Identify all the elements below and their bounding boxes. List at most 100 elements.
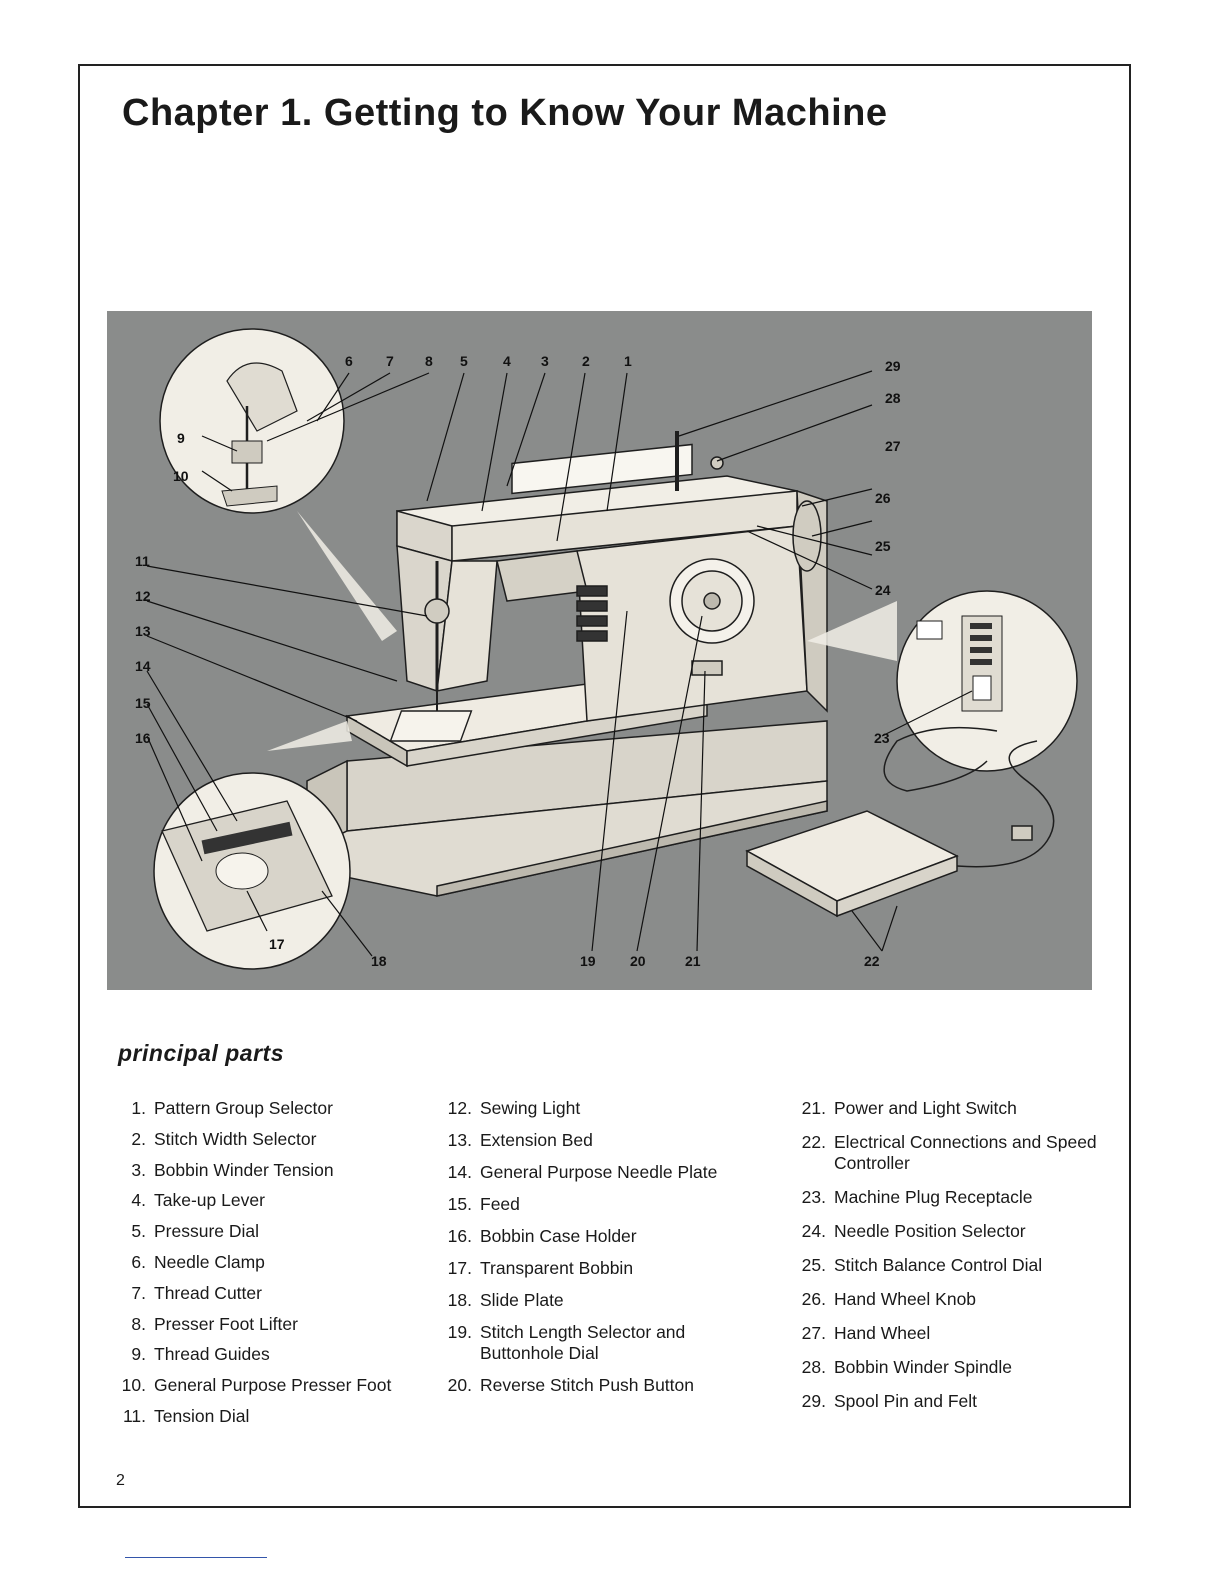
list-item: 29.Spool Pin and Felt <box>792 1391 1112 1412</box>
part-number: 24. <box>801 1221 826 1241</box>
part-label: Needle Position Selector <box>834 1221 1026 1241</box>
extension-bed <box>344 675 710 768</box>
page-border <box>78 64 1131 1508</box>
sewing-machine-figure: 1 2 3 4 5 6 7 8 9 10 11 12 13 14 15 16 1… <box>107 311 1092 990</box>
list-item: 27.Hand Wheel <box>792 1323 1112 1344</box>
part-number: 29. <box>801 1391 826 1411</box>
part-label: Power and Light Switch <box>834 1098 1017 1118</box>
list-item: 9. Thread Guides <box>112 1344 417 1365</box>
list-item: 13.Extension Bed <box>438 1130 758 1151</box>
bobbin-area-inset <box>153 721 352 970</box>
list-item: 3.Bobbin Winder Tension <box>112 1160 417 1181</box>
part-label: General Purpose Presser Foot <box>154 1375 392 1396</box>
part-label: Presser Foot Lifter <box>154 1313 298 1334</box>
part-label: Stitch Balance Control Dial <box>834 1255 1043 1275</box>
part-number: 1. <box>131 1098 146 1118</box>
part-number: 18. <box>447 1290 472 1310</box>
list-item: 2.Stitch Width Selector <box>112 1129 417 1150</box>
part-number: 15. <box>447 1194 472 1214</box>
part-label: Needle Clamp <box>154 1251 265 1272</box>
part-label: Pressure Dial <box>154 1221 260 1242</box>
list-item: 26. Hand Wheel Knob <box>792 1289 1112 1310</box>
callout-25: 25 <box>875 538 891 554</box>
callout-7: 7 <box>386 353 394 369</box>
callout-29: 29 <box>885 358 901 374</box>
part-number: 21. <box>801 1098 826 1118</box>
part-label: Bobbin Winder Tension <box>154 1159 334 1180</box>
chapter-title: Chapter 1. Getting to Know Your Machine <box>122 92 888 134</box>
callout-15: 15 <box>135 695 151 711</box>
list-item: 19.Stitch Length Selector and Buttonhole… <box>438 1322 758 1364</box>
part-number: 22. <box>801 1132 826 1152</box>
part-number: 16. <box>447 1226 472 1246</box>
callout-10: 10 <box>173 468 189 484</box>
foot-controller <box>745 726 1055 918</box>
list-item: 21. Power and Light Switch <box>792 1098 1112 1119</box>
part-number: 14. <box>447 1162 472 1182</box>
part-label: Electrical Connections and Speed Control… <box>834 1132 1097 1173</box>
list-item: 18. Slide Plate <box>438 1290 758 1311</box>
part-label: Take-up Lever <box>154 1190 265 1211</box>
list-item: 12.Sewing Light <box>438 1098 758 1119</box>
list-item: 25. Stitch Balance Control Dial <box>792 1255 1112 1276</box>
part-label: Bobbin Case Holder <box>480 1226 637 1246</box>
list-item: 23. Machine Plug Receptacle <box>792 1187 1112 1208</box>
callout-27: 27 <box>885 438 901 454</box>
part-label: Slide Plate <box>480 1290 564 1310</box>
callout-9: 9 <box>177 430 185 446</box>
callout-23: 23 <box>874 730 890 746</box>
callout-11: 11 <box>135 553 150 569</box>
callout-2: 2 <box>582 353 590 369</box>
callout-13: 13 <box>135 623 151 639</box>
part-number: 12. <box>447 1098 472 1118</box>
callout-19: 19 <box>580 953 596 969</box>
sewing-machine-illustration: 1 2 3 4 5 6 7 8 9 10 11 12 13 14 15 16 1… <box>135 328 1078 970</box>
part-label: Bobbin Winder Spindle <box>834 1357 1013 1377</box>
part-label: Machine Plug Receptacle <box>834 1187 1033 1207</box>
part-number: 5. <box>131 1221 146 1242</box>
part-number: 9. <box>131 1344 146 1365</box>
callout-18: 18 <box>371 953 387 969</box>
machine-body <box>396 431 828 722</box>
callout-leaders <box>146 370 973 957</box>
part-label: Hand Wheel Knob <box>834 1289 977 1309</box>
parts-column-1: 1.Pattern Group Selector 2.Stitch Width … <box>112 1098 417 1437</box>
list-item: 14. General Purpose Needle Plate <box>438 1162 758 1183</box>
part-label: General Purpose Needle Plate <box>480 1162 718 1182</box>
part-number: 25. <box>801 1255 826 1275</box>
list-item: 5. Pressure Dial <box>112 1221 417 1242</box>
list-item: 6.Needle Clamp <box>112 1252 417 1273</box>
part-label: Thread Guides <box>154 1344 270 1365</box>
parts-column-2: 12.Sewing Light 13.Extension Bed 14. Gene… <box>438 1098 758 1407</box>
callout-24: 24 <box>875 582 891 598</box>
part-label: Feed <box>480 1194 520 1214</box>
callout-28: 28 <box>885 390 901 406</box>
callout-20: 20 <box>630 953 646 969</box>
callout-26: 26 <box>875 490 891 506</box>
list-item: 7.Thread Cutter <box>112 1283 417 1304</box>
section-heading: principal parts <box>118 1040 284 1066</box>
part-number: 26. <box>801 1289 826 1309</box>
footer-rule <box>125 1557 267 1558</box>
part-label: Tension Dial <box>154 1405 250 1426</box>
part-number: 28. <box>801 1357 826 1377</box>
callout-3: 3 <box>541 353 549 369</box>
part-number: 7. <box>131 1282 146 1303</box>
part-number: 23. <box>801 1187 826 1207</box>
parts-column-3: 21. Power and Light Switch 22. Electrical … <box>792 1098 1112 1425</box>
list-item: 22. Electrical Connections and Speed Cont… <box>792 1132 1112 1174</box>
part-number: 4. <box>131 1190 146 1211</box>
part-number: 11. <box>122 1405 146 1426</box>
callout-12: 12 <box>135 588 151 604</box>
list-item: 20.Reverse Stitch Push Button <box>438 1375 758 1396</box>
callout-21: 21 <box>685 953 701 969</box>
part-number: 2. <box>131 1128 146 1149</box>
callout-8: 8 <box>425 353 433 369</box>
part-number: 8. <box>131 1313 146 1334</box>
list-item: 15. Feed <box>438 1194 758 1215</box>
list-item: 28. Bobbin Winder Spindle <box>792 1357 1112 1378</box>
list-item: 16. Bobbin Case Holder <box>438 1226 758 1247</box>
part-label: Reverse Stitch Push Button <box>480 1375 694 1395</box>
callout-labels: 1 2 3 4 5 6 7 8 9 10 11 12 13 14 15 16 1… <box>135 353 901 969</box>
presser-foot-inset <box>159 328 397 641</box>
